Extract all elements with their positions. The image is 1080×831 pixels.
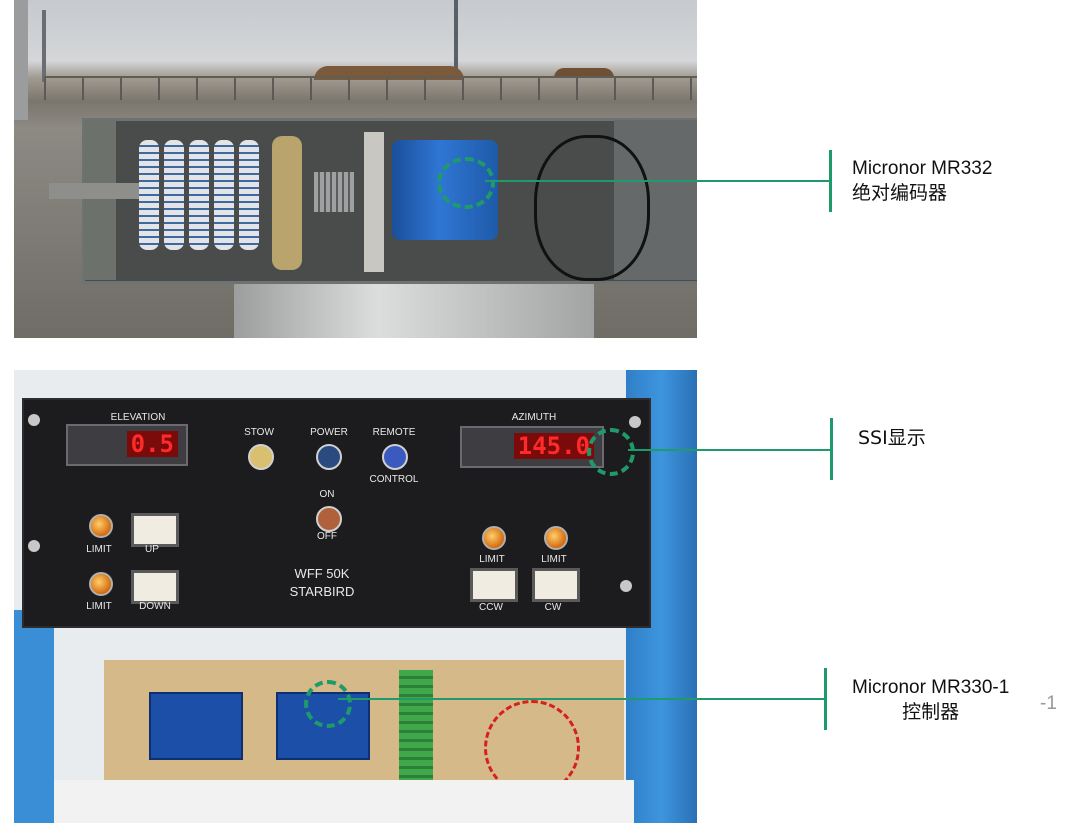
- shaft: [49, 183, 149, 199]
- control-panel: ELEVATION 0.5 AZIMUTH 145.0 STOW POWER R…: [22, 398, 651, 628]
- control-label: CONTROL: [369, 474, 419, 485]
- panel-screw: [28, 540, 40, 552]
- elevation-display: 0.5: [66, 424, 188, 466]
- ssi-highlight-circle: [587, 428, 635, 476]
- azimuth-value: 145.0: [513, 433, 594, 459]
- on-label: ON: [319, 489, 335, 500]
- stow-knob[interactable]: [248, 444, 274, 470]
- dirt-mound-2: [554, 68, 614, 78]
- encoder-callout: Micronor MR332 绝对编码器: [852, 157, 992, 205]
- encoder-callout-title: Micronor MR332: [852, 158, 993, 179]
- slip-ring: [189, 140, 209, 250]
- controller-callout-subtitle: 控制器: [902, 701, 960, 723]
- azimuth-label: AZIMUTH: [511, 412, 557, 423]
- controller-callout: Micronor MR330-1 控制器: [852, 676, 1009, 724]
- power-knob[interactable]: [316, 444, 342, 470]
- distant-tower: [42, 10, 46, 82]
- cw-button[interactable]: [532, 568, 580, 602]
- panel-screw: [629, 416, 641, 428]
- encoder-highlight-circle: [437, 157, 495, 209]
- ccw-label: CCW: [479, 602, 503, 613]
- limit-lamp: [89, 514, 113, 538]
- remote-knob[interactable]: [382, 444, 408, 470]
- azimuth-display: 145.0: [460, 426, 604, 468]
- slip-ring: [164, 140, 184, 250]
- limit-label: LIMIT: [479, 554, 505, 565]
- on-off-toggle[interactable]: [316, 506, 342, 532]
- elevation-label: ELEVATION: [110, 412, 166, 423]
- encoder-assembly-photo: [14, 0, 697, 338]
- up-label: UP: [145, 544, 159, 555]
- control-panel-photo: ELEVATION 0.5 AZIMUTH 145.0 STOW POWER R…: [14, 370, 697, 823]
- limit-lamp: [544, 526, 568, 550]
- controller-callout-title: Micronor MR330-1: [852, 677, 1010, 698]
- left-plate: [84, 120, 116, 280]
- power-label: POWER: [310, 427, 348, 438]
- light-pole: [14, 0, 28, 120]
- fence: [44, 76, 697, 100]
- mount-block: [364, 132, 384, 272]
- limit-label: LIMIT: [86, 544, 112, 555]
- slip-ring: [214, 140, 234, 250]
- down-button[interactable]: [131, 570, 179, 604]
- slip-ring: [139, 140, 159, 250]
- controller-unit: [149, 692, 243, 760]
- controller-connector-line: [338, 698, 826, 700]
- panel-screw: [620, 580, 632, 592]
- limit-lamp: [482, 526, 506, 550]
- controller-highlight-circle: [304, 680, 352, 728]
- post: [454, 0, 458, 78]
- model-line1: WFF 50K: [294, 566, 350, 581]
- up-button[interactable]: [131, 513, 179, 547]
- ssi-callout-bar: [830, 418, 833, 480]
- remote-label: REMOTE: [372, 427, 416, 438]
- limit-label: LIMIT: [86, 601, 112, 612]
- shaft-coupling: [314, 172, 354, 212]
- shelf: [54, 780, 634, 823]
- limit-label: LIMIT: [541, 554, 567, 565]
- terminal-block: [399, 670, 433, 790]
- brass-flange: [272, 136, 302, 270]
- encoder-callout-subtitle: 绝对编码器: [852, 182, 948, 204]
- encoder-callout-bar: [829, 150, 832, 212]
- page-number: -1: [1040, 693, 1057, 714]
- ssi-connector-line: [628, 449, 830, 451]
- pedestal-base: [234, 278, 594, 338]
- ccw-button[interactable]: [470, 568, 518, 602]
- ssi-callout-title: SSI显示: [858, 427, 926, 449]
- elevation-value: 0.5: [126, 431, 178, 457]
- encoder-connector-line: [485, 180, 830, 182]
- down-label: DOWN: [139, 601, 171, 612]
- panel-screw: [28, 414, 40, 426]
- ssi-callout: SSI显示: [858, 426, 926, 450]
- stow-label: STOW: [244, 427, 274, 438]
- rack-rail-left: [14, 610, 54, 823]
- model-line2: STARBIRD: [289, 584, 355, 599]
- limit-lamp: [89, 572, 113, 596]
- controller-callout-bar: [824, 668, 827, 730]
- cw-label: CW: [544, 602, 562, 613]
- off-label: OFF: [317, 531, 337, 542]
- slip-ring: [239, 140, 259, 250]
- cable-coil: [534, 135, 650, 281]
